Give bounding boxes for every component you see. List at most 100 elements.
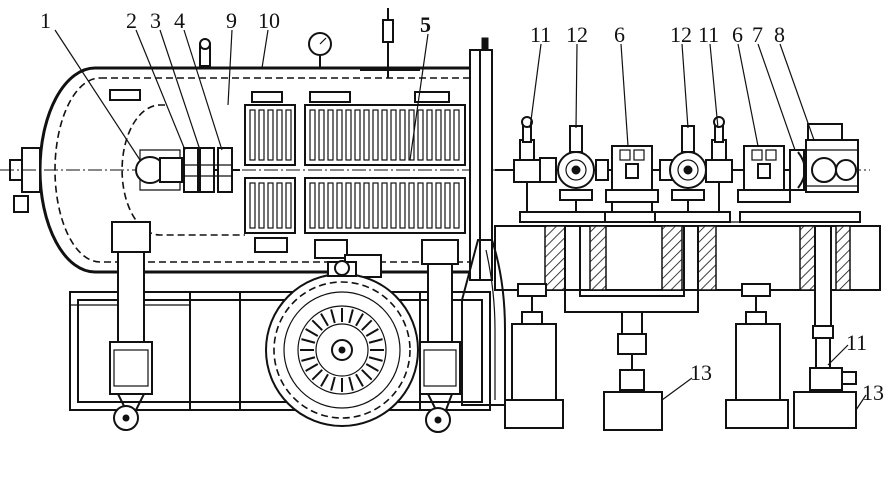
coil-strip [444, 109, 451, 161]
wheel-spoke [330, 376, 336, 391]
wheel-spoke [348, 309, 354, 324]
coil-strip [435, 182, 442, 229]
wheel-spoke [311, 369, 323, 381]
coil-strip [354, 182, 361, 229]
coil-strip [408, 182, 415, 229]
wheel-spoke [361, 319, 373, 331]
coil-strip [363, 182, 370, 229]
wheel-spoke [348, 376, 354, 391]
coil-strip [381, 182, 388, 229]
coil-strip [435, 109, 442, 161]
coil-strip [276, 182, 283, 229]
coil-strip [276, 109, 283, 161]
wheel-spoke [368, 356, 383, 362]
wheel-spoke [320, 313, 329, 327]
label-11-a: 11 [530, 22, 551, 47]
pressure-gauge-icon [308, 32, 332, 56]
heater-coil-bank [244, 104, 466, 234]
wheel-spoke [301, 356, 316, 362]
coil-strip [345, 109, 352, 161]
label-7: 7 [752, 22, 763, 47]
label-10: 10 [258, 8, 280, 33]
coil-strip [363, 109, 370, 161]
label-9: 9 [226, 8, 237, 33]
coil-strip [327, 182, 334, 229]
callout-labels: 1 2 3 4 9 10 5 11 12 6 12 11 6 7 8 13 11… [40, 8, 884, 405]
pressure-vessel [0, 8, 520, 278]
drive-motor [789, 123, 859, 193]
torque-sensor-left [513, 116, 541, 212]
coil-strip [399, 109, 406, 161]
coil-strip [258, 109, 265, 161]
coil-strip [399, 182, 406, 229]
label-4: 4 [174, 8, 185, 33]
label-11-b: 11 [698, 22, 719, 47]
test-bench [494, 211, 881, 313]
coil-strip [249, 109, 256, 161]
label-6-a: 6 [614, 22, 625, 47]
coil-strip [318, 109, 325, 161]
coil-strip [267, 109, 274, 161]
coil-strip [318, 182, 325, 229]
coil-strip [249, 182, 256, 229]
coil-strip [390, 109, 397, 161]
coil-strip [327, 109, 334, 161]
label-5: 5 [420, 12, 431, 37]
coil-strip [426, 182, 433, 229]
coil-strip [453, 109, 460, 161]
bearing-housing-left [605, 145, 659, 212]
coil-strip [267, 182, 274, 229]
wheel-spoke [301, 338, 316, 344]
coil-strip [336, 109, 343, 161]
wheel-spoke [355, 373, 364, 387]
coil-strip [258, 182, 265, 229]
coil-strip [381, 109, 388, 161]
torque-sensor-right [705, 116, 733, 212]
wheel-spoke [305, 328, 319, 337]
label-13-b: 13 [862, 380, 884, 405]
coil-strip [345, 182, 352, 229]
coil-strip [453, 182, 460, 229]
bearing-housing-right [737, 145, 791, 203]
label-8: 8 [774, 22, 785, 47]
wheel-spoke [365, 328, 379, 337]
coil-strip [309, 109, 316, 161]
label-11-c: 11 [846, 330, 867, 355]
coil-strip [354, 109, 361, 161]
coil-strip [372, 109, 379, 161]
wheel-spoke [311, 319, 323, 331]
hydraulic-jack-left [504, 283, 564, 429]
wheel-spoke [330, 309, 336, 324]
coil-strip [417, 109, 424, 161]
label-12-a: 12 [566, 22, 588, 47]
wheel-spoke [368, 338, 383, 344]
coil-strip [336, 182, 343, 229]
gear-wheel-icon [265, 260, 419, 427]
coil-strip [309, 182, 316, 229]
wheel-spoke [365, 363, 379, 372]
right-support-leg [419, 239, 461, 433]
label-12-b: 12 [670, 22, 692, 47]
label-1: 1 [40, 8, 51, 33]
wheel-spoke [305, 363, 319, 372]
label-3: 3 [150, 8, 161, 33]
coil-strip [285, 182, 292, 229]
coupling-left [539, 125, 609, 212]
hydraulic-jack-right [725, 283, 789, 429]
wheel-spoke [320, 373, 329, 387]
actuator-center [603, 311, 663, 431]
wheel-spoke [361, 369, 373, 381]
coil-strip [285, 109, 292, 161]
label-13-a: 13 [690, 360, 712, 385]
coil-strip [390, 182, 397, 229]
label-2: 2 [126, 8, 137, 33]
leader-lines [54, 29, 867, 411]
coupling-right [659, 125, 707, 212]
coil-strip [426, 109, 433, 161]
vessel-door-flange [461, 37, 506, 406]
left-support-leg [109, 221, 153, 431]
coil-strip [417, 182, 424, 229]
load-cylinder [793, 225, 857, 429]
